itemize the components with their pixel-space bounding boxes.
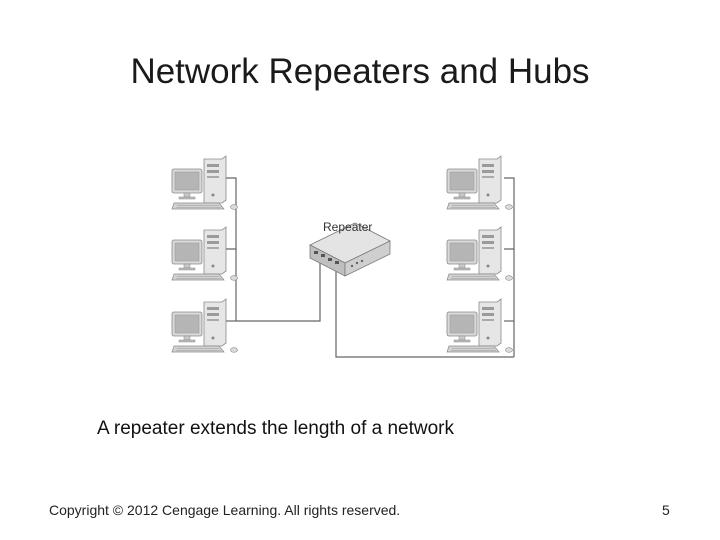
workstation-icon	[446, 298, 513, 353]
network-cables	[226, 177, 515, 358]
workstation-icon	[171, 155, 238, 210]
repeater-label: Repeater	[323, 220, 372, 234]
right-workstations	[446, 155, 513, 353]
workstation-icon	[171, 226, 238, 281]
workstation-icon	[446, 155, 513, 210]
workstation-icon	[171, 298, 238, 353]
workstation-icon	[446, 226, 513, 281]
slide-title: Network Repeaters and Hubs	[130, 52, 590, 91]
repeater-icon	[309, 222, 391, 277]
network-diagram: Repeater	[171, 155, 515, 358]
footer-copyright: Copyright © 2012 Cengage Learning. All r…	[49, 502, 401, 518]
page-number: 5	[662, 502, 670, 518]
left-workstations	[171, 155, 238, 353]
slide-caption: A repeater extends the length of a netwo…	[97, 418, 455, 439]
